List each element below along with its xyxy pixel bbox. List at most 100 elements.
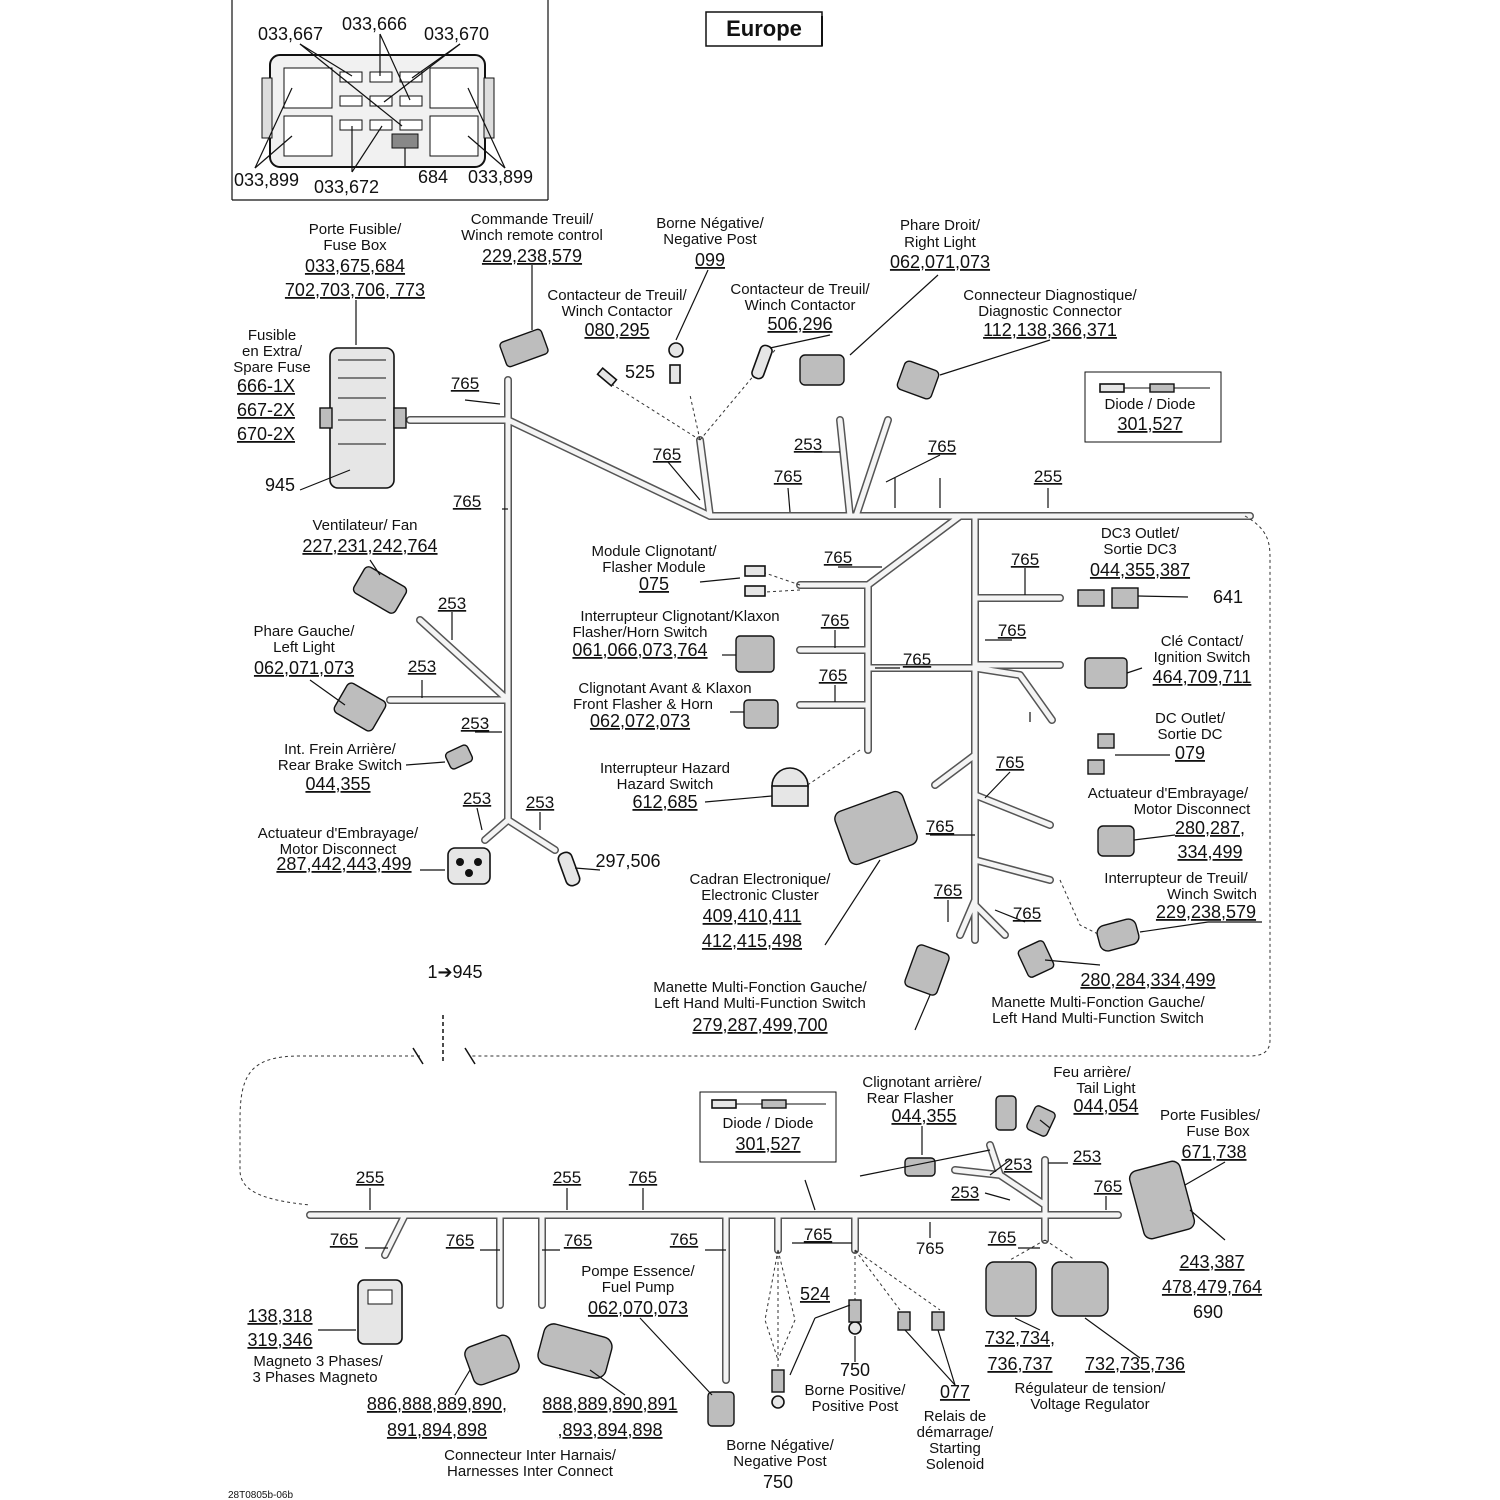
right-light-line1: Phare Droit/ [900,217,981,234]
flasher-horn-part [735,635,775,673]
rear-fuse-ref1: 243,387 [1179,1252,1244,1272]
pos-post-line2: Positive Post [812,1398,900,1415]
callout-253: 253 [463,789,491,808]
hazard-line2: Hazard Switch [617,776,714,793]
upper-harness [239,349,1271,1206]
diode-bottom-ref: 301,527 [735,1134,800,1154]
lh-switch-1-part [904,944,950,996]
rear-brake-line2: Rear Brake Switch [278,757,402,774]
winch-contactor-1-ref: 080,295 [584,320,649,340]
lh-switch-2-part [1017,940,1055,978]
winch-contactor-2-ref: 506,296 [767,314,832,334]
callout-765: 765 [1011,550,1039,569]
cluster-part [834,790,918,866]
neg-post-bottom-line1: Borne Négative/ [726,1437,834,1454]
fusebox-code-6: 684 [418,167,448,187]
region-label: Europe [726,16,802,41]
leader-lines [299,265,1262,1396]
tail-light-ref: 044,054 [1073,1096,1138,1116]
winch-contactor-2-line1: Contacteur de Treuil/ [730,281,870,298]
callout-765: 765 [934,881,962,900]
diag-connector-line1: Connecteur Diagnostique/ [963,287,1137,304]
callout-765: 765 [774,467,802,486]
magneto-line1: Magneto 3 Phases/ [253,1353,383,1370]
tail-light-line1: Feu arrière/ [1053,1064,1131,1081]
fuse-box-line1: Porte Fusible/ [309,221,402,238]
lh-switch-2-line1: Manette Multi-Fonction Gauche/ [991,994,1205,1011]
left-light-line1: Phare Gauche/ [254,623,356,640]
ignition-line1: Clé Contact/ [1161,633,1244,650]
rear-fuse-ref2: 478,479,764 [1162,1277,1262,1297]
starting-solenoid-line1: Relais de [924,1408,987,1425]
pos-post-sub: 524 [800,1284,830,1304]
callout-765: 765 [824,548,852,567]
motor-disc-right-line2: Motor Disconnect [1134,801,1252,818]
callout-765: 765 [453,492,481,511]
starting-solenoid-line3: Starting [929,1440,981,1457]
region-badge: Europe [705,11,823,47]
callout-765: 765 [446,1231,474,1250]
spare-fuse-ref4: 945 [265,475,295,495]
callout-253: 253 [438,594,466,613]
magneto-line2: 3 Phases Magneto [252,1369,377,1386]
callout-765: 765 [564,1231,592,1250]
callout-255: 255 [1034,467,1062,486]
dc-outlet-part [1097,733,1115,749]
motor-disc-left-line1: Actuateur d'Embrayage/ [258,825,419,842]
regulator-1-part [985,1261,1037,1317]
regulator-line2: Voltage Regulator [1030,1396,1149,1413]
fuse-box-part [329,347,395,489]
inter-connect-line2: Harnesses Inter Connect [447,1463,614,1480]
neg-post-bottom-part [771,1395,785,1409]
fuse-box-line2: Fuse Box [323,237,387,254]
regulator-ref3: 732,735,736 [1085,1354,1185,1374]
inter-connect-ref3: 888,889,890,891 [542,1394,677,1414]
starting-solenoid-part [897,1311,911,1331]
motor-disc-left-line2: Motor Disconnect [280,841,398,858]
starting-solenoid-line4: Solenoid [926,1456,984,1473]
fuel-pump-ref: 062,070,073 [588,1298,688,1318]
callout-765: 765 [903,650,931,669]
dc3-part [1077,589,1105,607]
winch-switch-part [1096,918,1140,952]
winch-contactor-1-line2: Winch Contactor [562,303,673,320]
lower-harness [306,1015,1122,1390]
inter-connect-2-part [537,1323,613,1379]
callout-numbers: 765 765 765 765 253 765 255 765 765 765 … [330,374,1122,1258]
rear-flasher-line1: Clignotant arrière/ [862,1074,982,1091]
rear-fuse-ref3: 690 [1193,1302,1223,1322]
flasher-module-ref: 075 [639,574,669,594]
fuse-box-rear-line1: Porte Fusibles/ [1160,1107,1261,1124]
flasher-module-line2: Flasher Module [602,559,705,576]
winch-contactor-1-line1: Contacteur de Treuil/ [547,287,687,304]
fan-ref: 227,231,242,764 [302,536,437,556]
dc-outlet-ref: 079 [1175,743,1205,763]
callout-765: 765 [451,374,479,393]
winch-contactor-1-part [596,367,618,387]
diag-connector-line2: Diagnostic Connector [978,303,1121,320]
fuel-pump-line2: Fuel Pump [602,1279,675,1296]
motor-disconnect-left-part [447,847,491,885]
cluster-ref2: 412,415,498 [702,931,802,951]
regulator-ref1: 732,734, [985,1328,1055,1348]
callout-765: 765 [988,1228,1016,1247]
hazard-ref: 612,685 [632,792,697,812]
spare-fuse-ref1: 666-1X [237,376,295,396]
diag-connector-ref: 112,138,366,371 [983,320,1117,340]
pos-post-line1: Borne Positive/ [805,1382,907,1399]
motor-disc-right-ref2: 334,499 [1177,842,1242,862]
negative-post-top-part [668,342,684,358]
winch-contactor-1-sub: 525 [625,362,655,382]
neg-post-top-line1: Borne Négative/ [656,215,764,232]
ignition-line2: Ignition Switch [1154,649,1251,666]
fusebox-code-1: 033,667 [258,24,323,44]
callout-765: 765 [926,817,954,836]
spare-fuse-line1: Fusible [248,327,296,344]
right-light-part [799,354,845,386]
left-light-ref: 062,071,073 [254,658,354,678]
fuel-pump-line1: Pompe Essence/ [581,1263,695,1280]
rear-flasher-line2: Rear Flasher [867,1090,954,1107]
spare-fuse-line2: en Extra/ [242,343,303,360]
rear-flasher-part [904,1157,936,1177]
